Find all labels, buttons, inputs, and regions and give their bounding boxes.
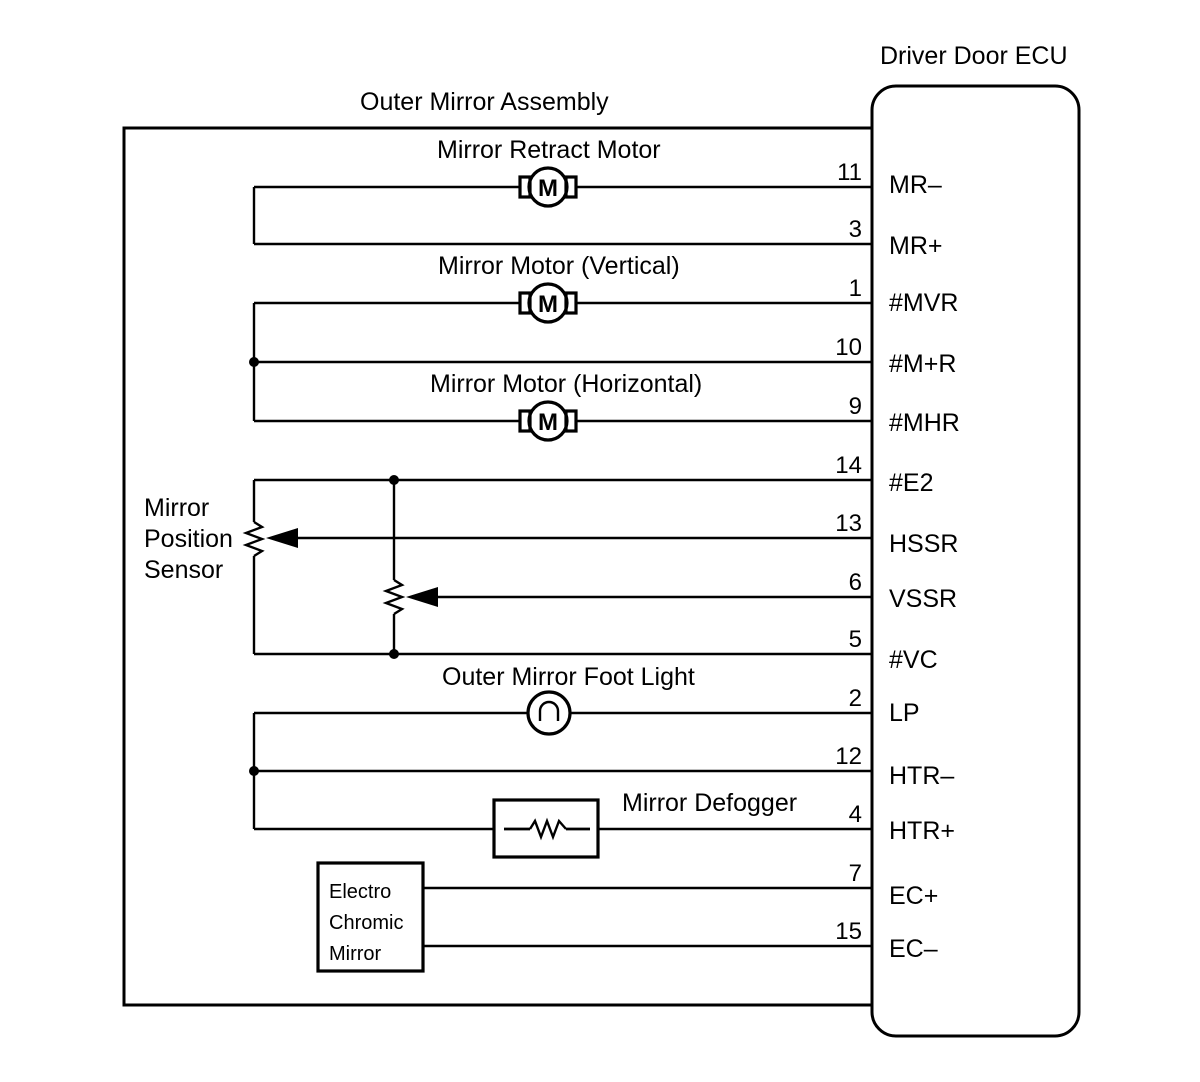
pin-number: 14	[835, 452, 862, 479]
pin-number: 5	[849, 626, 862, 653]
horizontal-motor-label: Mirror Motor (Horizontal)	[430, 370, 702, 398]
vertical-motor-m: M	[538, 291, 558, 318]
terminal-name: VSSR	[889, 585, 957, 613]
junction-dot	[389, 649, 399, 659]
ec-mirror-label-1: Electro	[329, 881, 391, 903]
position-sensor-label-3: Sensor	[144, 556, 223, 584]
junction-dot	[249, 357, 259, 367]
terminal-name: MR–	[889, 171, 942, 199]
terminal-name: #MHR	[889, 409, 960, 437]
position-sensor-label-1: Mirror	[144, 494, 209, 522]
retract-motor-circuit	[252, 185, 872, 246]
pin-number: 15	[835, 918, 862, 945]
ec-mirror-circuit	[423, 886, 872, 948]
terminal-name: #MVR	[889, 289, 958, 317]
junction-dot	[389, 475, 399, 485]
defogger-heater-icon	[492, 798, 600, 859]
pin-labels: 11 3 1 10 9 14 13 6 5 2 12 4 7 15	[835, 159, 862, 945]
assembly-box	[122, 126, 872, 1007]
defogger-label: Mirror Defogger	[622, 789, 797, 817]
horizontal-motor-icon: M	[518, 400, 578, 442]
terminal-name: HTR+	[889, 817, 955, 845]
terminal-name: LP	[889, 699, 920, 727]
ecu-title: Driver Door ECU	[880, 42, 1068, 70]
pin-number: 12	[835, 743, 862, 770]
ec-mirror-box	[316, 861, 425, 973]
pin-number: 2	[849, 685, 862, 712]
pin-number: 1	[849, 275, 862, 302]
pin-number: 4	[849, 801, 862, 828]
terminal-name: #E2	[889, 469, 933, 497]
terminal-name: EC+	[889, 882, 938, 910]
retract-motor-icon: M	[518, 166, 578, 208]
terminal-name: HTR–	[889, 762, 954, 790]
pin-number: 3	[849, 216, 862, 243]
pin-number: 13	[835, 510, 862, 537]
terminal-name: #M+R	[889, 350, 956, 378]
ec-mirror-label-3: Mirror	[329, 943, 382, 965]
horizontal-motor-m: M	[538, 409, 558, 436]
pin-number: 6	[849, 569, 862, 596]
ec-mirror-label-2: Chromic	[329, 912, 403, 934]
terminal-name: #VC	[889, 646, 938, 674]
foot-light-label: Outer Mirror Foot Light	[442, 663, 695, 691]
lamp-icon	[526, 690, 572, 736]
ecu-box	[870, 84, 1081, 1038]
vertical-motor-circuit	[252, 301, 872, 421]
terminal-labels: MR– MR+ #MVR #M+R #MHR #E2 HSSR VSSR #VC…	[889, 171, 960, 963]
retract-motor-m: M	[538, 175, 558, 202]
terminal-name: HSSR	[889, 530, 958, 558]
vertical-motor-label: Mirror Motor (Vertical)	[438, 252, 680, 280]
pin-number: 10	[835, 334, 862, 361]
retract-motor-label: Mirror Retract Motor	[437, 136, 661, 164]
position-sensor-label-2: Position	[144, 525, 233, 553]
terminal-name: MR+	[889, 232, 942, 260]
position-sensor-circuit	[242, 478, 872, 656]
pin-number: 11	[837, 159, 862, 186]
terminal-name: EC–	[889, 935, 938, 963]
junction-dot	[249, 766, 259, 776]
vertical-motor-icon: M	[518, 282, 578, 324]
assembly-title: Outer Mirror Assembly	[360, 88, 609, 116]
pin-number: 9	[849, 393, 862, 420]
pin-number: 7	[849, 860, 862, 887]
